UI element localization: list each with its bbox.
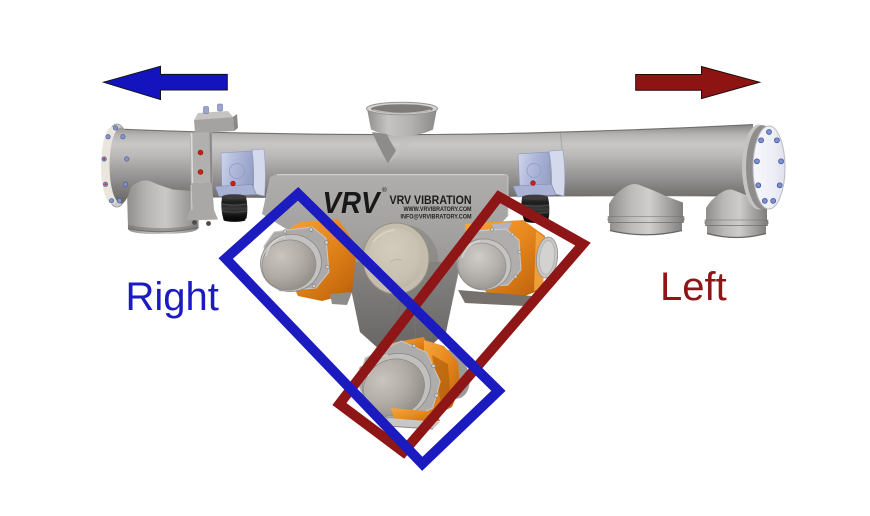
right-direction-arrow	[635, 65, 762, 100]
upper-left-motor	[260, 219, 357, 305]
left-l-bracket	[214, 148, 266, 197]
right-label: Right	[126, 275, 219, 319]
right-l-bracket	[512, 149, 566, 198]
left-outlet-funnel	[127, 180, 199, 235]
registered-symbol: ®	[382, 186, 387, 194]
left-rotation-frame	[332, 190, 591, 459]
left-rubber-buffer	[221, 194, 248, 222]
left-flange	[101, 123, 133, 208]
flange-bolts	[754, 129, 784, 204]
conveyor-machine: VRV ® VRV VIBRATION WWW.VRVIBRATORY.COM …	[101, 101, 786, 430]
brand-website: WWW.VRVIBRATORY.COM	[404, 206, 472, 213]
left-direction-arrow	[101, 65, 228, 101]
right-flange	[742, 124, 786, 210]
brand-email: INFO@VRVIBRATORY.COM	[401, 213, 472, 220]
vrv-logo-mark: VRV	[323, 185, 382, 220]
right-outlet-pipe-1	[607, 184, 685, 236]
brand-panel: VRV ® VRV VIBRATION WWW.VRVIBRATORY.COM …	[323, 185, 472, 220]
left-suspension-mount	[186, 103, 266, 226]
annotation-layer: Right Left	[101, 65, 762, 471]
upper-right-motor	[456, 220, 559, 306]
brand-title: VRV VIBRATION	[390, 193, 472, 207]
motor-housing: VRV ® VRV VIBRATION WWW.VRVIBRATORY.COM …	[260, 173, 559, 430]
inlet-pipe	[366, 101, 438, 164]
right-rotation-frame	[218, 186, 506, 471]
left-label: Left	[660, 265, 727, 309]
flange-bolts	[101, 125, 130, 204]
